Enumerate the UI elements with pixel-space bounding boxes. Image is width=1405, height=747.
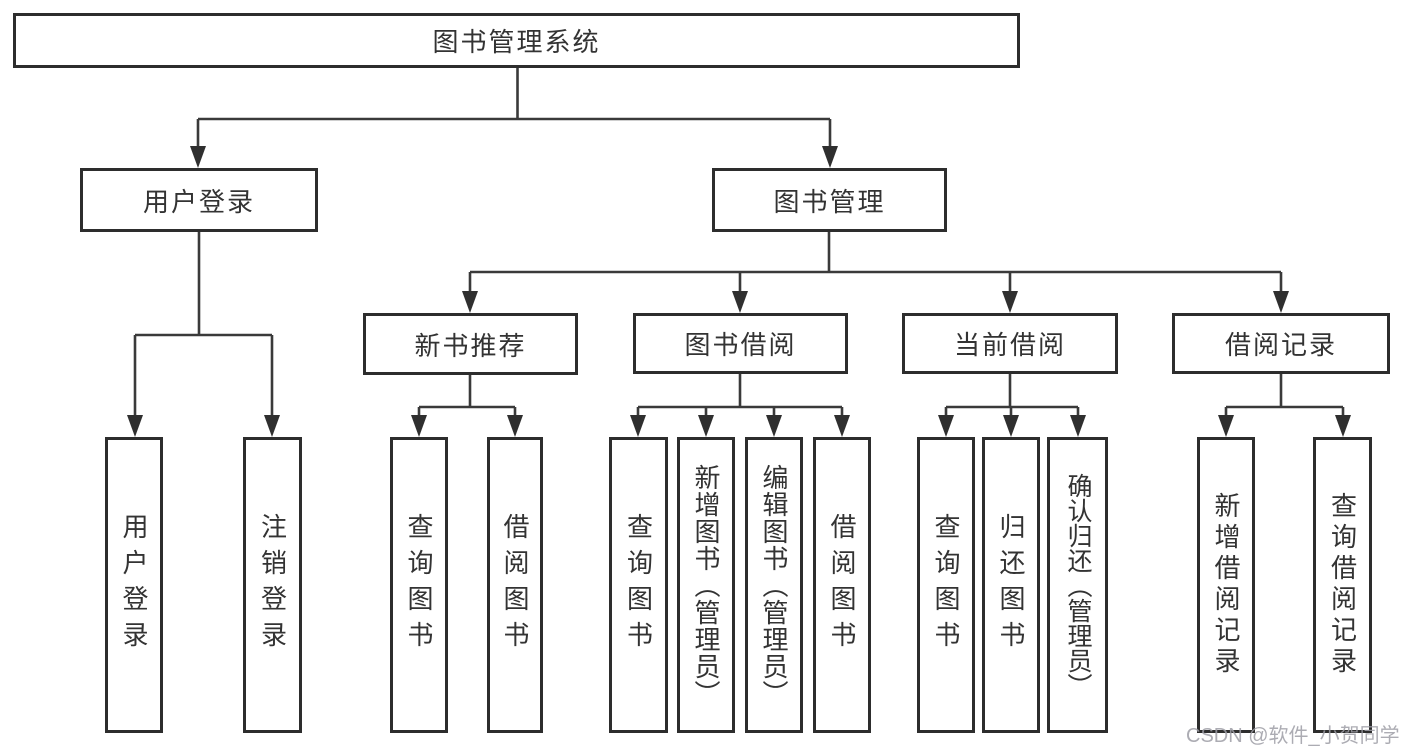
node-user-login: 用户登录 xyxy=(80,168,318,232)
leaf-query-books-current: 查询图书 xyxy=(917,437,975,733)
node-current-borrow: 当前借阅 xyxy=(902,313,1118,374)
arrowhead-icon xyxy=(1070,415,1086,437)
leaf-query-borrow-record: 查询借阅记录 xyxy=(1313,437,1372,733)
leaf-edit-books-admin: 编辑图书（管理员） xyxy=(745,437,803,733)
edge-currentborrow-to-leaves xyxy=(944,374,1080,420)
node-label: 用户登录 xyxy=(142,186,255,217)
node-label: 图书管理 xyxy=(773,186,886,217)
node-root-system: 图书管理系统 xyxy=(13,13,1020,68)
node-label: 借阅记录 xyxy=(1224,330,1337,360)
node-new-book-recommend: 新书推荐 xyxy=(363,313,578,375)
arrowhead-icon xyxy=(732,291,748,313)
arrowhead-icon xyxy=(264,415,280,437)
node-book-management: 图书管理 xyxy=(712,168,947,232)
leaf-borrow-books-recommend: 借阅图书 xyxy=(487,437,543,733)
arrowhead-icon xyxy=(938,415,954,437)
arrowhead-icon xyxy=(127,415,143,437)
node-label: 查询图书 xyxy=(404,513,434,657)
leaf-add-books-admin: 新增图书（管理员） xyxy=(677,437,735,733)
leaf-confirm-return-admin: 确认归还（管理员） xyxy=(1047,437,1108,733)
leaf-borrow-books: 借阅图书 xyxy=(813,437,871,733)
node-book-borrow: 图书借阅 xyxy=(633,313,848,374)
leaf-return-books: 归还图书 xyxy=(982,437,1040,733)
arrowhead-icon xyxy=(822,146,838,168)
node-borrow-records: 借阅记录 xyxy=(1172,313,1390,374)
node-label: 图书管理系统 xyxy=(432,27,601,57)
arrowheads xyxy=(127,146,1351,437)
node-label: 编辑图书（管理员） xyxy=(759,463,789,707)
arrowhead-icon xyxy=(190,146,206,168)
arrowhead-icon xyxy=(507,415,523,437)
edge-newbooks-to-leaves xyxy=(417,375,517,420)
node-label: 新增图书（管理员） xyxy=(691,463,721,707)
leaf-query-books-recommend: 查询图书 xyxy=(390,437,448,733)
node-label: 查询图书 xyxy=(931,513,961,657)
node-label: 注销登录 xyxy=(257,513,288,657)
arrowhead-icon xyxy=(1335,415,1351,437)
arrowhead-icon xyxy=(630,415,646,437)
arrowhead-icon xyxy=(1273,291,1289,313)
node-label: 新书推荐 xyxy=(414,330,527,361)
node-label: 查询借阅记录 xyxy=(1327,492,1358,678)
edge-userlogin-to-leaves xyxy=(133,232,274,419)
edge-bookmgmt-to-level3 xyxy=(468,232,1283,295)
arrowhead-icon xyxy=(698,415,714,437)
arrowhead-icon xyxy=(1003,415,1019,437)
arrowhead-icon xyxy=(766,415,782,437)
leaf-user-login: 用户登录 xyxy=(105,437,163,733)
leaf-logout: 注销登录 xyxy=(243,437,302,733)
edge-bookborrow-to-leaves xyxy=(636,374,844,420)
node-label: 确认归还（管理员） xyxy=(1064,472,1092,698)
leaf-query-books-borrow: 查询图书 xyxy=(609,437,668,733)
node-label: 借阅图书 xyxy=(827,513,857,657)
arrowhead-icon xyxy=(1218,415,1234,437)
arrowhead-icon xyxy=(834,415,850,437)
csdn-watermark: CSDN @软件_小贺同学 xyxy=(1186,725,1400,747)
leaf-add-borrow-record: 新增借阅记录 xyxy=(1197,437,1255,733)
node-label: 归还图书 xyxy=(996,513,1026,657)
edge-records-to-leaves xyxy=(1224,374,1345,420)
arrowhead-icon xyxy=(1002,291,1018,313)
edge-root-to-level2 xyxy=(196,68,832,150)
node-label: 用户登录 xyxy=(119,513,149,657)
node-label: 新增借阅记录 xyxy=(1211,492,1241,678)
arrowhead-icon xyxy=(411,415,427,437)
node-label: 借阅图书 xyxy=(500,513,530,657)
node-label: 当前借阅 xyxy=(953,330,1066,360)
node-label: 图书借阅 xyxy=(684,330,797,360)
arrowhead-icon xyxy=(462,291,478,313)
node-label: 查询图书 xyxy=(623,513,654,657)
